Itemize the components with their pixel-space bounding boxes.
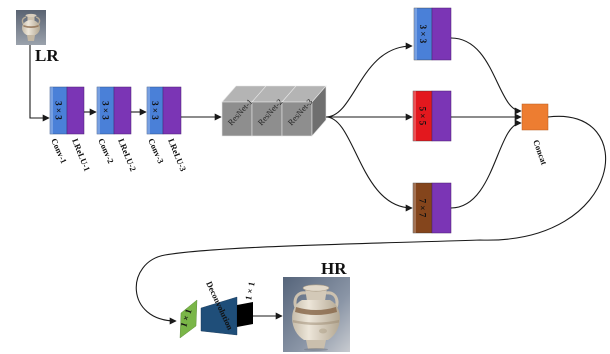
resnet-side-face — [311, 85, 327, 137]
resnet-block-1 — [221, 85, 267, 137]
hr-vase-stain — [319, 328, 327, 334]
pre-conv-block — [179, 299, 198, 339]
branch-block-2: 5 × 5 — [412, 90, 452, 142]
concat-label: Concat — [531, 138, 549, 166]
hr-vase-shadow — [304, 348, 328, 351]
block-highlight — [147, 87, 150, 134]
arrow-branch-1-to-concat — [450, 37, 522, 115]
deconvolution-block — [200, 296, 238, 336]
lr-vase-rim — [25, 13, 37, 18]
resnet-stack: ResNet-1 ResNet-2 ResNet-3 — [221, 85, 327, 137]
conv-name-label: Conv-1 — [49, 137, 69, 165]
branch-activation-layer — [431, 90, 452, 142]
hr-vase-lower-band — [293, 320, 339, 325]
arrow-lr-to-conv1 — [29, 45, 50, 122]
branch-activation-layer — [431, 182, 452, 234]
conv-name-label: Conv-2 — [96, 137, 116, 165]
hr-vase-rim — [302, 284, 330, 292]
lrelu-layer — [66, 86, 85, 135]
conv-kernel-label: 3 × 3 — [54, 101, 64, 120]
conv-kernel-label: 3 × 3 — [101, 101, 111, 120]
lr-image — [16, 10, 46, 45]
post-conv-block — [237, 302, 253, 327]
lrelu-layer — [113, 86, 132, 135]
resnet-front-face — [221, 101, 253, 137]
hr-vase-foot — [306, 340, 326, 349]
branch-kernel-label: 7 × 7 — [418, 199, 428, 218]
hr-vase-band — [295, 307, 337, 315]
activation-name-label: LReLU-1 — [70, 137, 92, 173]
branch-kernel-label: 5 × 5 — [418, 107, 428, 126]
conv-block-1: 3 × 3 — [49, 86, 85, 135]
activation-name-label: LReLU-2 — [116, 137, 138, 173]
arrow-resnet-to-branch-3 — [325, 116, 413, 212]
resnet-front-face — [251, 101, 283, 137]
post-conv-kernel-label: 1 × 1 — [243, 280, 257, 301]
concat-block — [521, 103, 549, 131]
lr-vase-band — [23, 25, 39, 29]
block-highlight — [97, 87, 100, 134]
conv-kernel-label: 3 × 3 — [150, 101, 160, 120]
lr-vase-neck — [27, 15, 35, 22]
resnet-front-face — [281, 101, 313, 137]
resnet-block-2 — [251, 85, 297, 137]
lr-vase-foot — [27, 35, 35, 41]
block-highlight — [413, 91, 416, 141]
hr-vase-body — [292, 300, 340, 340]
arrow-branch-3-to-concat — [450, 119, 522, 209]
hr-label: HR — [321, 259, 347, 278]
branch-block-1: 3 × 3 — [413, 7, 452, 61]
conv-block-3: 3 × 3 — [146, 86, 182, 135]
arrow-concat-to-upsampling — [135, 115, 607, 325]
hr-image — [283, 277, 350, 352]
block-highlight — [414, 8, 417, 60]
branch-activation-layer — [431, 7, 452, 61]
resnet-block-3 — [281, 85, 327, 137]
activation-name-label: LReLU-3 — [166, 137, 188, 173]
arrow-resnet-to-branch-1 — [325, 42, 413, 118]
block-highlight — [413, 183, 416, 233]
block-highlight — [50, 87, 53, 134]
lr-label: LR — [35, 46, 59, 65]
branch-kernel-label: 3 × 3 — [418, 25, 428, 44]
hr-vase-neck — [305, 288, 327, 301]
lrelu-layer — [162, 86, 182, 135]
conv-block-2: 3 × 3 — [96, 86, 132, 135]
conv-name-label: Conv-3 — [146, 137, 166, 165]
branch-block-3: 7 × 7 — [412, 182, 452, 234]
